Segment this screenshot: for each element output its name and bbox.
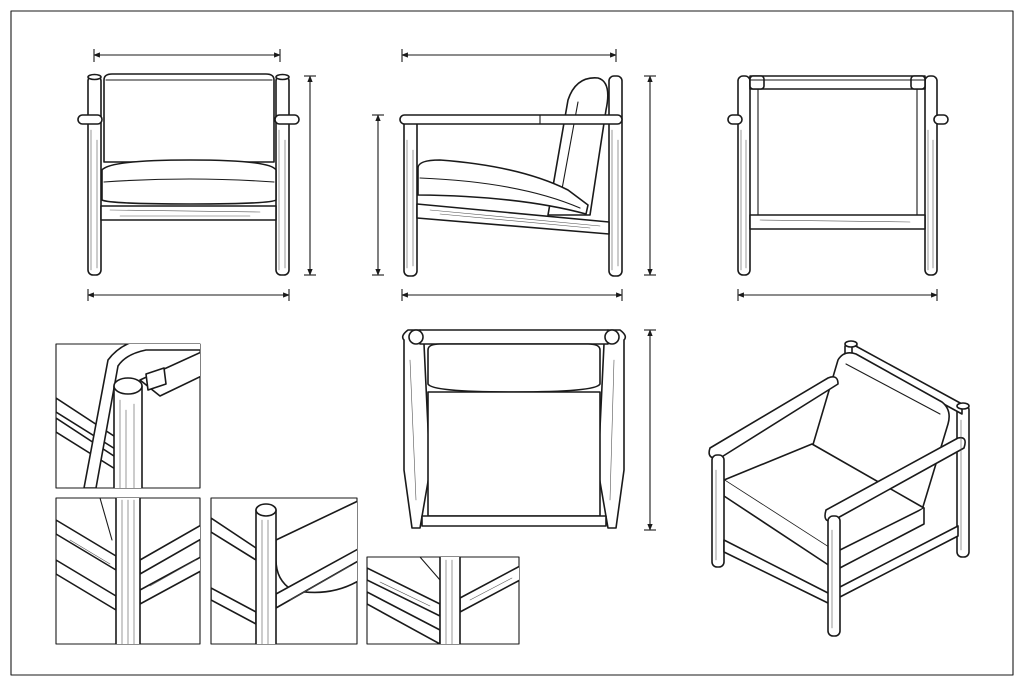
detail3-leg [255,509,277,644]
detail-rear-rail [366,556,520,645]
side-rear-leg [608,75,623,277]
iso-front-left-leg [711,454,725,568]
sheet-border [10,10,1014,676]
front-left-armrest [77,114,103,125]
front-left-leg [87,75,102,276]
top-right-armrest [597,329,627,529]
back-view [727,75,949,301]
iso-front-right-leg [827,515,841,637]
detail-armrest-joint [55,343,201,489]
top-back-rail [419,329,609,345]
top-view [401,329,656,531]
front-crossbar [100,205,277,221]
back-top-rail [749,75,926,90]
top-seat-cushion [427,391,601,517]
front-right-armrest [274,114,300,125]
isometric-view [708,340,970,637]
side-seat-cushion [417,159,589,215]
side-back-cushion [547,77,609,216]
front-back-cushion [103,73,275,163]
detail-leg-crossbar [55,497,201,645]
top-back-cushion [427,343,601,393]
detail-cushion-frame [210,497,358,645]
back-crossbar [749,214,926,230]
side-view [372,49,656,301]
back-left-leg [737,75,751,276]
top-left-armrest [401,329,431,529]
front-right-leg [275,75,290,276]
iso-left-armrest [708,376,839,460]
side-front-leg [403,119,418,277]
side-rail [416,203,610,235]
front-view [77,49,316,301]
detail1-leg [113,385,143,488]
iso-right-armrest [824,436,966,522]
back-right-leg [924,75,938,276]
side-armrest [399,114,623,125]
detail4-leg [439,557,461,644]
front-seat-cushion [101,159,277,205]
